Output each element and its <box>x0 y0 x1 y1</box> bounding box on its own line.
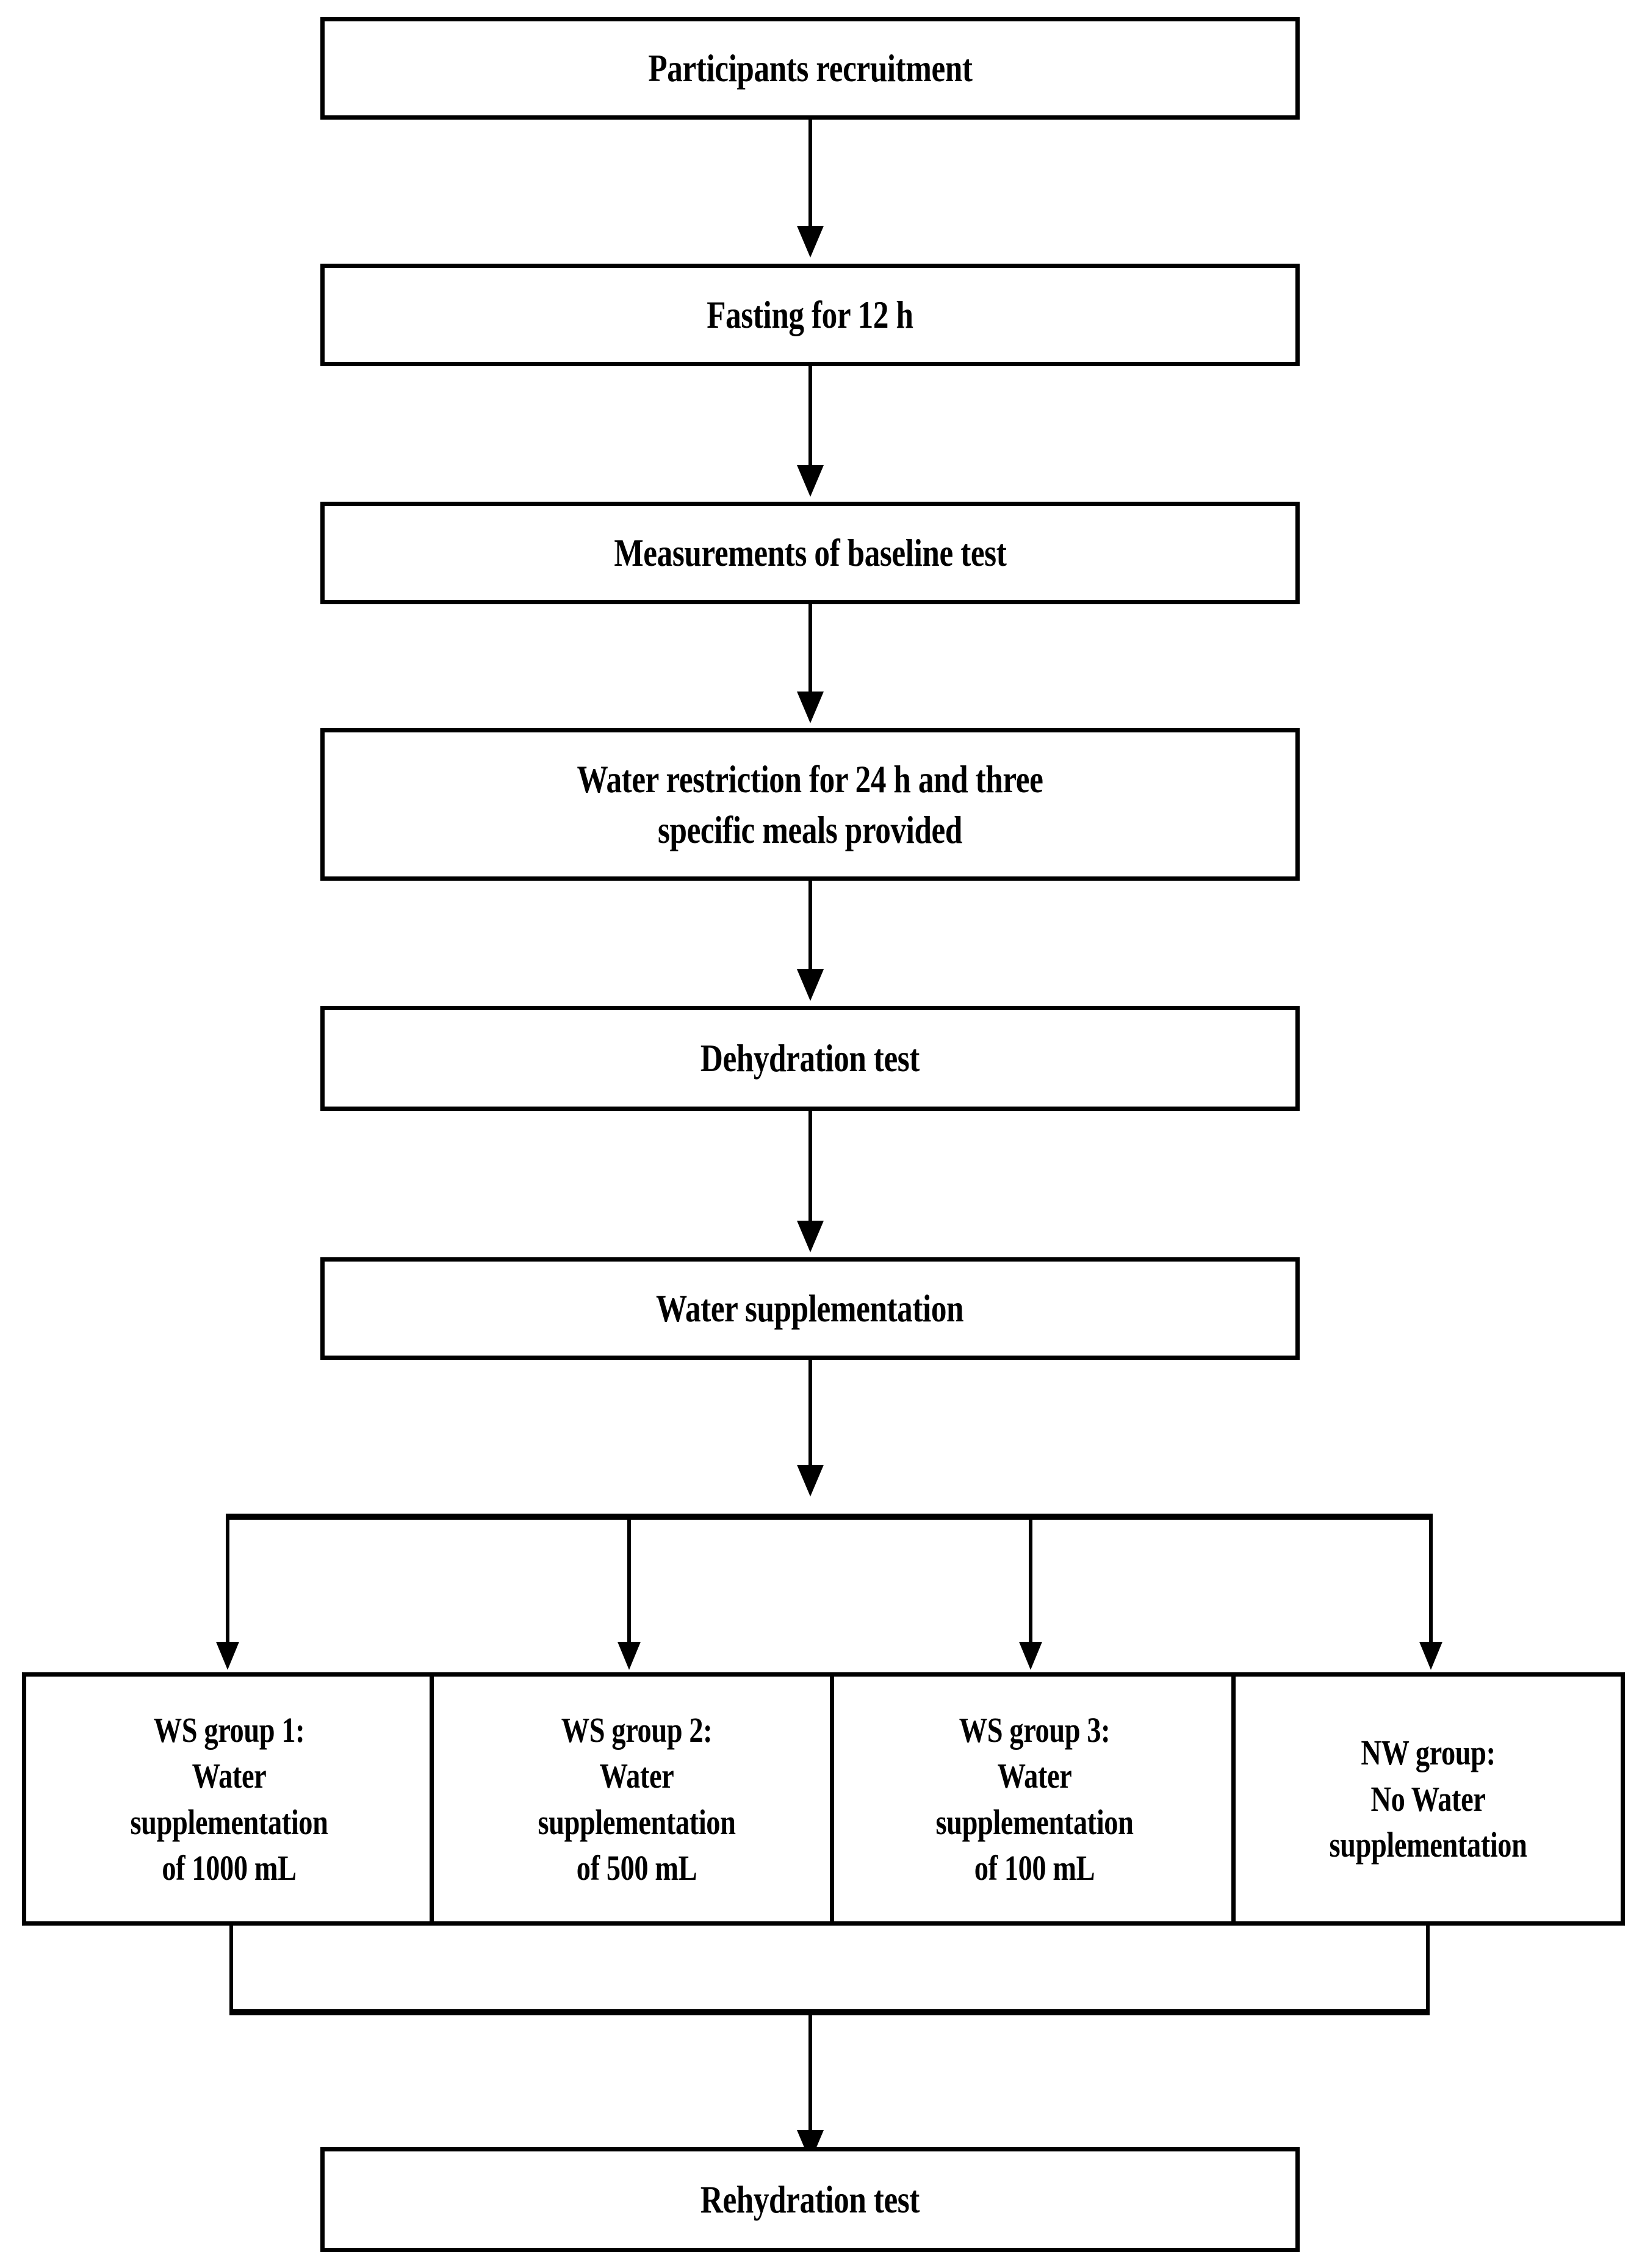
merge-line-nw-group <box>1426 1926 1430 2014</box>
connector-water-supplementation-to-split <box>808 1360 812 1470</box>
branch-line-ws-group-2 <box>627 1519 631 1647</box>
node-water-supplementation[interactable]: Water supplementation <box>320 1257 1300 1360</box>
node-ws-group-1[interactable]: WS group 1: Water supplementation of 100… <box>22 1672 437 1926</box>
node-baseline-measurements[interactable]: Measurements of baseline test <box>320 502 1300 604</box>
branch-line-nw-group <box>1429 1519 1433 1647</box>
arrowhead-down-icon <box>216 1642 239 1670</box>
node-label: WS group 1: Water supplementation of 100… <box>130 1710 328 1888</box>
arrowhead-down-icon <box>797 226 824 258</box>
merge-join-bar <box>229 2009 1430 2015</box>
node-label: Participants recruitment <box>647 46 973 90</box>
connector-fasting-to-baseline <box>808 366 812 471</box>
connector-recruitment-to-fasting <box>808 120 812 229</box>
node-label: Water restriction for 24 h and three spe… <box>577 757 1043 851</box>
node-label: WS group 3: Water supplementation of 100… <box>935 1710 1134 1888</box>
connector-water-restriction-to-dehydration <box>808 881 812 975</box>
connector-dehydration-to-water-supplementation <box>808 1111 812 1227</box>
merge-line-ws-group-1 <box>229 1926 233 2014</box>
node-dehydration-test[interactable]: Dehydration test <box>320 1006 1300 1111</box>
node-fasting[interactable]: Fasting for 12 h <box>320 264 1300 366</box>
arrowhead-down-icon <box>1019 1642 1042 1670</box>
branch-split-bar <box>226 1514 1433 1520</box>
arrowhead-down-icon <box>797 692 824 723</box>
arrowhead-down-icon <box>618 1642 641 1670</box>
arrowhead-down-icon <box>797 969 824 1001</box>
node-label: Water supplementation <box>656 1287 964 1331</box>
branch-line-ws-group-3 <box>1029 1519 1032 1647</box>
branch-line-ws-group-1 <box>226 1519 229 1647</box>
node-ws-group-3[interactable]: WS group 3: Water supplementation of 100… <box>830 1672 1240 1926</box>
arrowhead-down-icon <box>1419 1642 1442 1670</box>
node-label: Dehydration test <box>700 1036 920 1080</box>
node-water-restriction[interactable]: Water restriction for 24 h and three spe… <box>320 728 1300 881</box>
node-ws-group-2[interactable]: WS group 2: Water supplementation of 500… <box>430 1672 844 1926</box>
arrowhead-down-icon <box>797 1221 824 1252</box>
node-participants-recruitment[interactable]: Participants recruitment <box>320 17 1300 120</box>
node-nw-group[interactable]: NW group: No Water supplementation <box>1231 1672 1625 1926</box>
node-label: Fasting for 12 h <box>707 293 913 337</box>
node-rehydration-test[interactable]: Rehydration test <box>320 2147 1300 2252</box>
node-label: WS group 2: Water supplementation of 500… <box>538 1710 736 1888</box>
node-label: Measurements of baseline test <box>614 531 1006 575</box>
node-label: NW group: No Water supplementation <box>1329 1733 1527 1865</box>
arrowhead-down-icon <box>797 465 824 497</box>
connector-baseline-to-water-restriction <box>808 604 812 697</box>
node-label: Rehydration test <box>700 2178 920 2222</box>
connector-merge-to-rehydration <box>808 2014 812 2136</box>
arrowhead-down-icon <box>797 1465 824 1497</box>
